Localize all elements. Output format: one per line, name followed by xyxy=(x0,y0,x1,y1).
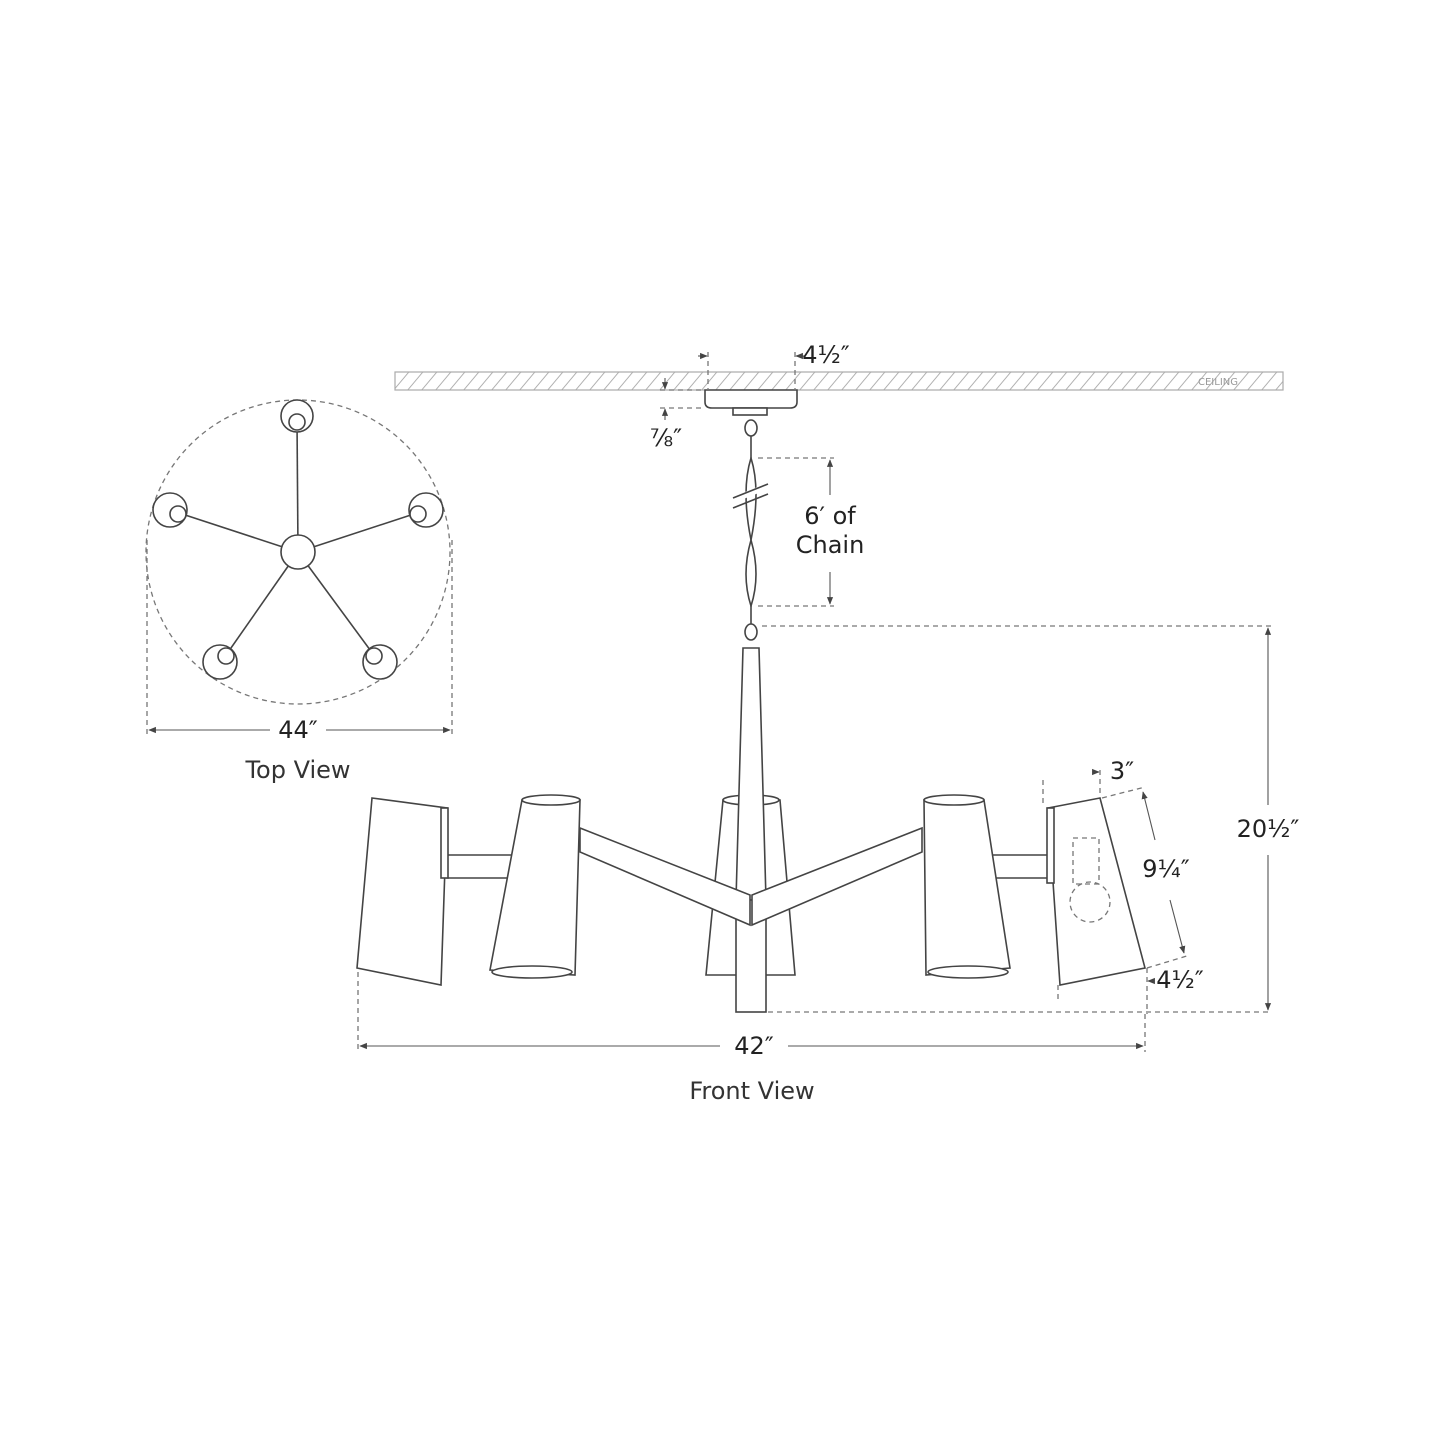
canopy-height-dim: ⅞″ xyxy=(650,424,682,452)
bulb-outline xyxy=(1069,837,1111,923)
canopy-width-dim: 4½″ xyxy=(802,341,850,369)
chain-length-dimension: 6′ of Chain xyxy=(758,457,865,607)
top-view-arms xyxy=(175,419,421,659)
ceiling: CEILING xyxy=(394,371,1284,391)
width-dim: 42″ xyxy=(734,1032,774,1060)
shade-dimensions: 3″ 9¼″ 4½″ xyxy=(1042,757,1204,1014)
width-dimension: 42″ Front View xyxy=(357,972,1146,1105)
shade-4 xyxy=(923,799,1011,976)
front-view-fixture xyxy=(356,647,1146,1013)
chain-label-line2: Chain xyxy=(796,531,865,559)
shade-bottom-dim: 4½″ xyxy=(1156,966,1204,994)
ceiling-label: CEILING xyxy=(1198,377,1238,388)
stem xyxy=(735,647,767,901)
top-view-bulbs xyxy=(152,399,444,680)
shade-height-dim: 9¼″ xyxy=(1142,855,1190,883)
height-dimension: 20½″ xyxy=(762,625,1300,1013)
height-dim: 20½″ xyxy=(1237,815,1300,843)
shade-2 xyxy=(489,799,581,976)
canopy xyxy=(704,389,798,416)
shade-1 xyxy=(356,797,448,986)
canopy-height-dimension: ⅞″ xyxy=(650,378,705,452)
front-view-caption: Front View xyxy=(689,1077,814,1105)
chain xyxy=(731,419,770,641)
chain-label-line1: 6′ of xyxy=(804,502,856,530)
shade-5 xyxy=(1047,797,1146,986)
top-view: 44″ Top View xyxy=(145,399,453,784)
shade-top-dim: 3″ xyxy=(1110,757,1134,785)
top-view-hub xyxy=(280,534,316,570)
top-view-caption: Top View xyxy=(244,756,350,784)
canopy-width-dimension: 4½″ xyxy=(698,341,850,390)
top-view-width-dim: 44″ xyxy=(278,716,318,744)
